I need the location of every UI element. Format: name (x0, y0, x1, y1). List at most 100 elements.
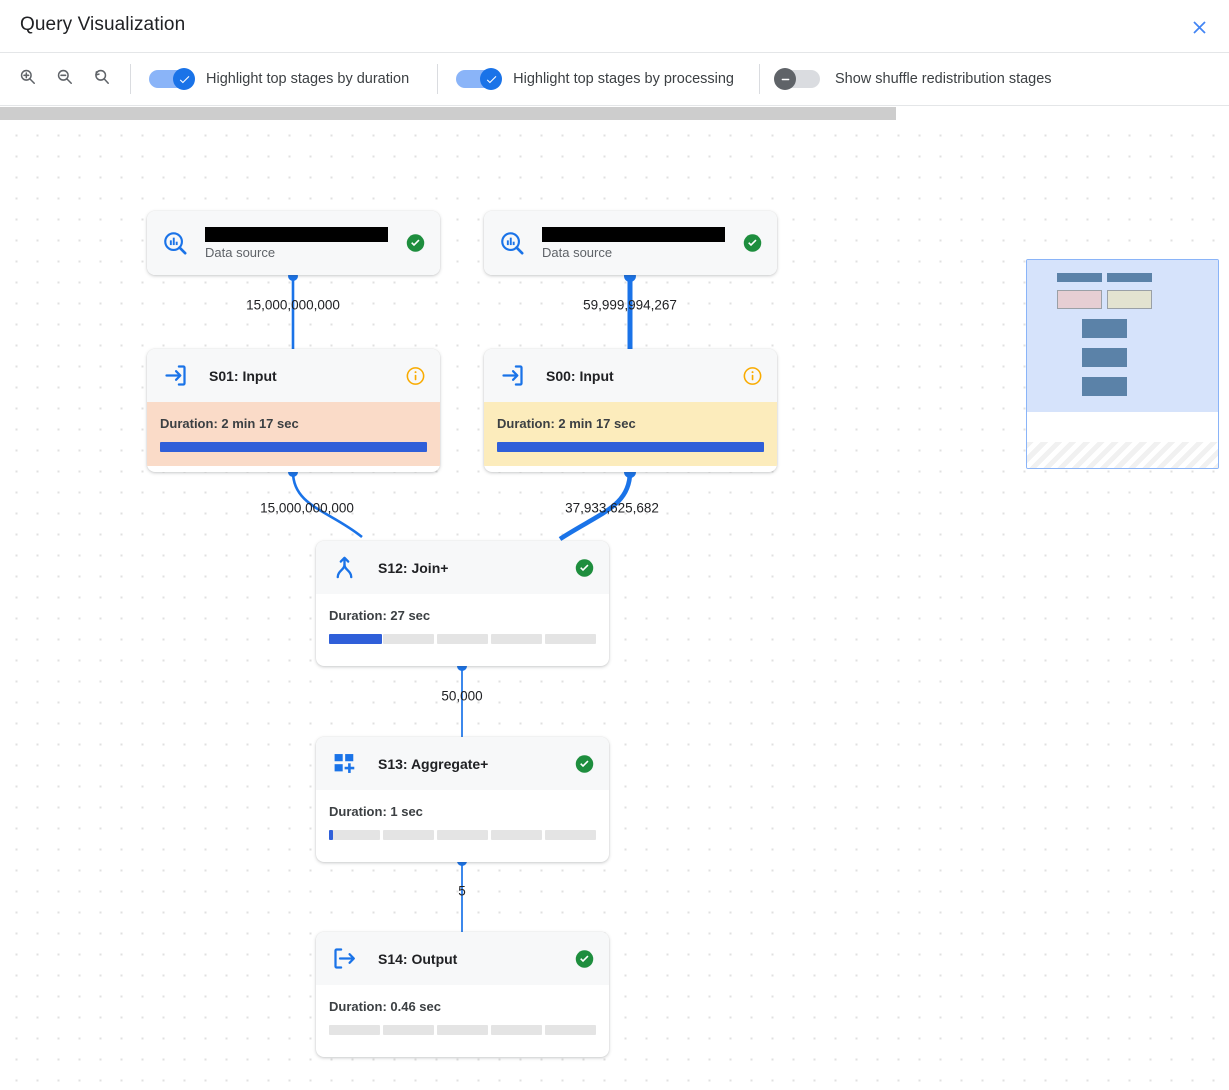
node-stage-s13[interactable]: S13: Aggregate+ Duration: 1 sec (316, 737, 609, 862)
node-text: Data source (542, 226, 725, 260)
node-title: S12: Join+ (378, 559, 449, 576)
zoom-reset-icon (92, 67, 111, 91)
bigquery-data-source-icon (497, 230, 527, 257)
duration-progress-bar (160, 442, 427, 452)
node-header: S14: Output (316, 932, 609, 985)
duration-progress-bar (329, 634, 596, 644)
zoom-out-button[interactable] (49, 64, 79, 94)
minimap-node-ds-right (1107, 273, 1152, 282)
edge-label-s00-s12: 37,933,625,682 (565, 500, 659, 516)
toggle-show-shuffle-label: Show shuffle redistribution stages (835, 71, 1052, 87)
status-badge-success (574, 753, 595, 774)
graph-minimap[interactable] (1026, 259, 1219, 469)
edge-label-s13-s14: 5 (458, 883, 466, 899)
redacted-table-name (205, 226, 388, 242)
aggregate-icon (329, 750, 359, 777)
minimap-node-s01 (1057, 290, 1102, 309)
node-duration-label: Duration: 0.46 sec (329, 999, 441, 1014)
node-body: Duration: 0.46 sec (316, 985, 609, 1049)
zoom-controls (0, 64, 116, 94)
toggle-show-shuffle-switch[interactable] (774, 68, 824, 90)
zoom-reset-button[interactable] (86, 64, 116, 94)
graph-canvas[interactable]: 15,000,000,000 59,999,994,267 15,000,000… (0, 121, 1229, 1090)
minimap-node-ds-left (1057, 273, 1102, 282)
node-duration-label: Duration: 1 sec (329, 804, 423, 819)
status-badge-success (405, 233, 426, 254)
node-stage-s12[interactable]: S12: Join+ Duration: 27 sec (316, 541, 609, 666)
toggle-highlight-processing-switch[interactable] (452, 68, 503, 90)
duration-progress-bar (497, 442, 764, 452)
progress-segment-dividers (497, 442, 764, 452)
node-title: S01: Input (209, 367, 277, 384)
minimap-node-s12 (1082, 319, 1127, 338)
input-arrow-icon (160, 362, 190, 389)
node-body: Duration: 27 sec (316, 594, 609, 658)
progress-fill (497, 442, 764, 452)
node-header: Data source (484, 211, 777, 275)
toggle-highlight-duration-label: Highlight top stages by duration (206, 71, 410, 87)
switch-knob (173, 68, 195, 90)
progress-fill (329, 830, 333, 840)
status-badge-info[interactable] (742, 365, 763, 386)
node-duration-label: Duration: 2 min 17 sec (497, 416, 636, 431)
join-icon (329, 554, 359, 581)
node-header: S00: Input (484, 349, 777, 402)
bigquery-data-source-icon (160, 230, 190, 257)
node-title: S13: Aggregate+ (378, 755, 489, 772)
toggle-highlight-duration-switch[interactable] (145, 68, 195, 90)
status-badge-info[interactable] (405, 365, 426, 386)
zoom-out-icon (55, 67, 74, 91)
node-text: Data source (205, 226, 388, 260)
horizontal-scrollbar-thumb[interactable] (0, 107, 896, 120)
output-arrow-icon (329, 945, 359, 972)
switch-knob (480, 68, 503, 90)
status-badge-success (742, 233, 763, 254)
minimap-viewport[interactable] (1027, 260, 1218, 412)
node-stage-s00[interactable]: S00: Input Duration: 2 min 17 sec (484, 349, 777, 472)
horizontal-scrollbar[interactable] (0, 107, 1229, 121)
dialog-titlebar: Query Visualization (0, 0, 1229, 53)
node-title: S14: Output (378, 950, 458, 967)
node-body: Duration: 1 sec (316, 790, 609, 854)
node-header: S12: Join+ (316, 541, 609, 594)
edge-label-ds-right-s00: 59,999,994,267 (583, 297, 677, 313)
node-header: Data source (147, 211, 440, 275)
toggle-show-shuffle[interactable]: Show shuffle redistribution stages (774, 68, 1052, 90)
node-title: S00: Input (546, 367, 614, 384)
node-body: Duration: 2 min 17 sec (484, 402, 777, 466)
toggle-highlight-processing-label: Highlight top stages by processing (513, 71, 734, 87)
zoom-in-button[interactable] (12, 64, 42, 94)
node-body: Duration: 2 min 17 sec (147, 402, 440, 466)
node-header: S01: Input (147, 349, 440, 402)
toggle-highlight-duration[interactable]: Highlight top stages by duration (145, 68, 409, 90)
node-data-source-right[interactable]: Data source (484, 211, 777, 275)
node-stage-s14[interactable]: S14: Output Duration: 0.46 sec (316, 932, 609, 1057)
duration-progress-bar (329, 830, 596, 840)
toolbar-divider-3 (759, 64, 760, 94)
zoom-in-icon (18, 67, 37, 91)
close-button[interactable] (1181, 9, 1217, 45)
graph-toolbar: Highlight top stages by duration Highlig… (0, 53, 1229, 106)
node-subtitle: Data source (205, 244, 276, 260)
page-title: Query Visualization (20, 14, 186, 35)
toolbar-divider-1 (130, 64, 131, 94)
progress-fill (329, 634, 383, 644)
progress-fill (160, 442, 427, 452)
input-arrow-icon (497, 362, 527, 389)
progress-segment-dividers (160, 442, 427, 452)
node-data-source-left[interactable]: Data source (147, 211, 440, 275)
node-stage-s01[interactable]: S01: Input Duration: 2 min 17 sec (147, 349, 440, 472)
status-badge-success (574, 948, 595, 969)
redacted-table-name (542, 226, 725, 242)
minimap-node-s14 (1082, 377, 1127, 396)
node-header: S13: Aggregate+ (316, 737, 609, 790)
progress-track (329, 830, 596, 840)
duration-progress-bar (329, 1025, 596, 1035)
toggle-highlight-processing[interactable]: Highlight top stages by processing (452, 68, 734, 90)
switch-knob (774, 68, 796, 90)
node-subtitle: Data source (542, 244, 613, 260)
minimap-outside-region (1027, 442, 1218, 468)
node-duration-label: Duration: 27 sec (329, 608, 431, 623)
minimap-node-s13 (1082, 348, 1127, 367)
edge-label-s12-s13: 50,000 (441, 688, 483, 704)
